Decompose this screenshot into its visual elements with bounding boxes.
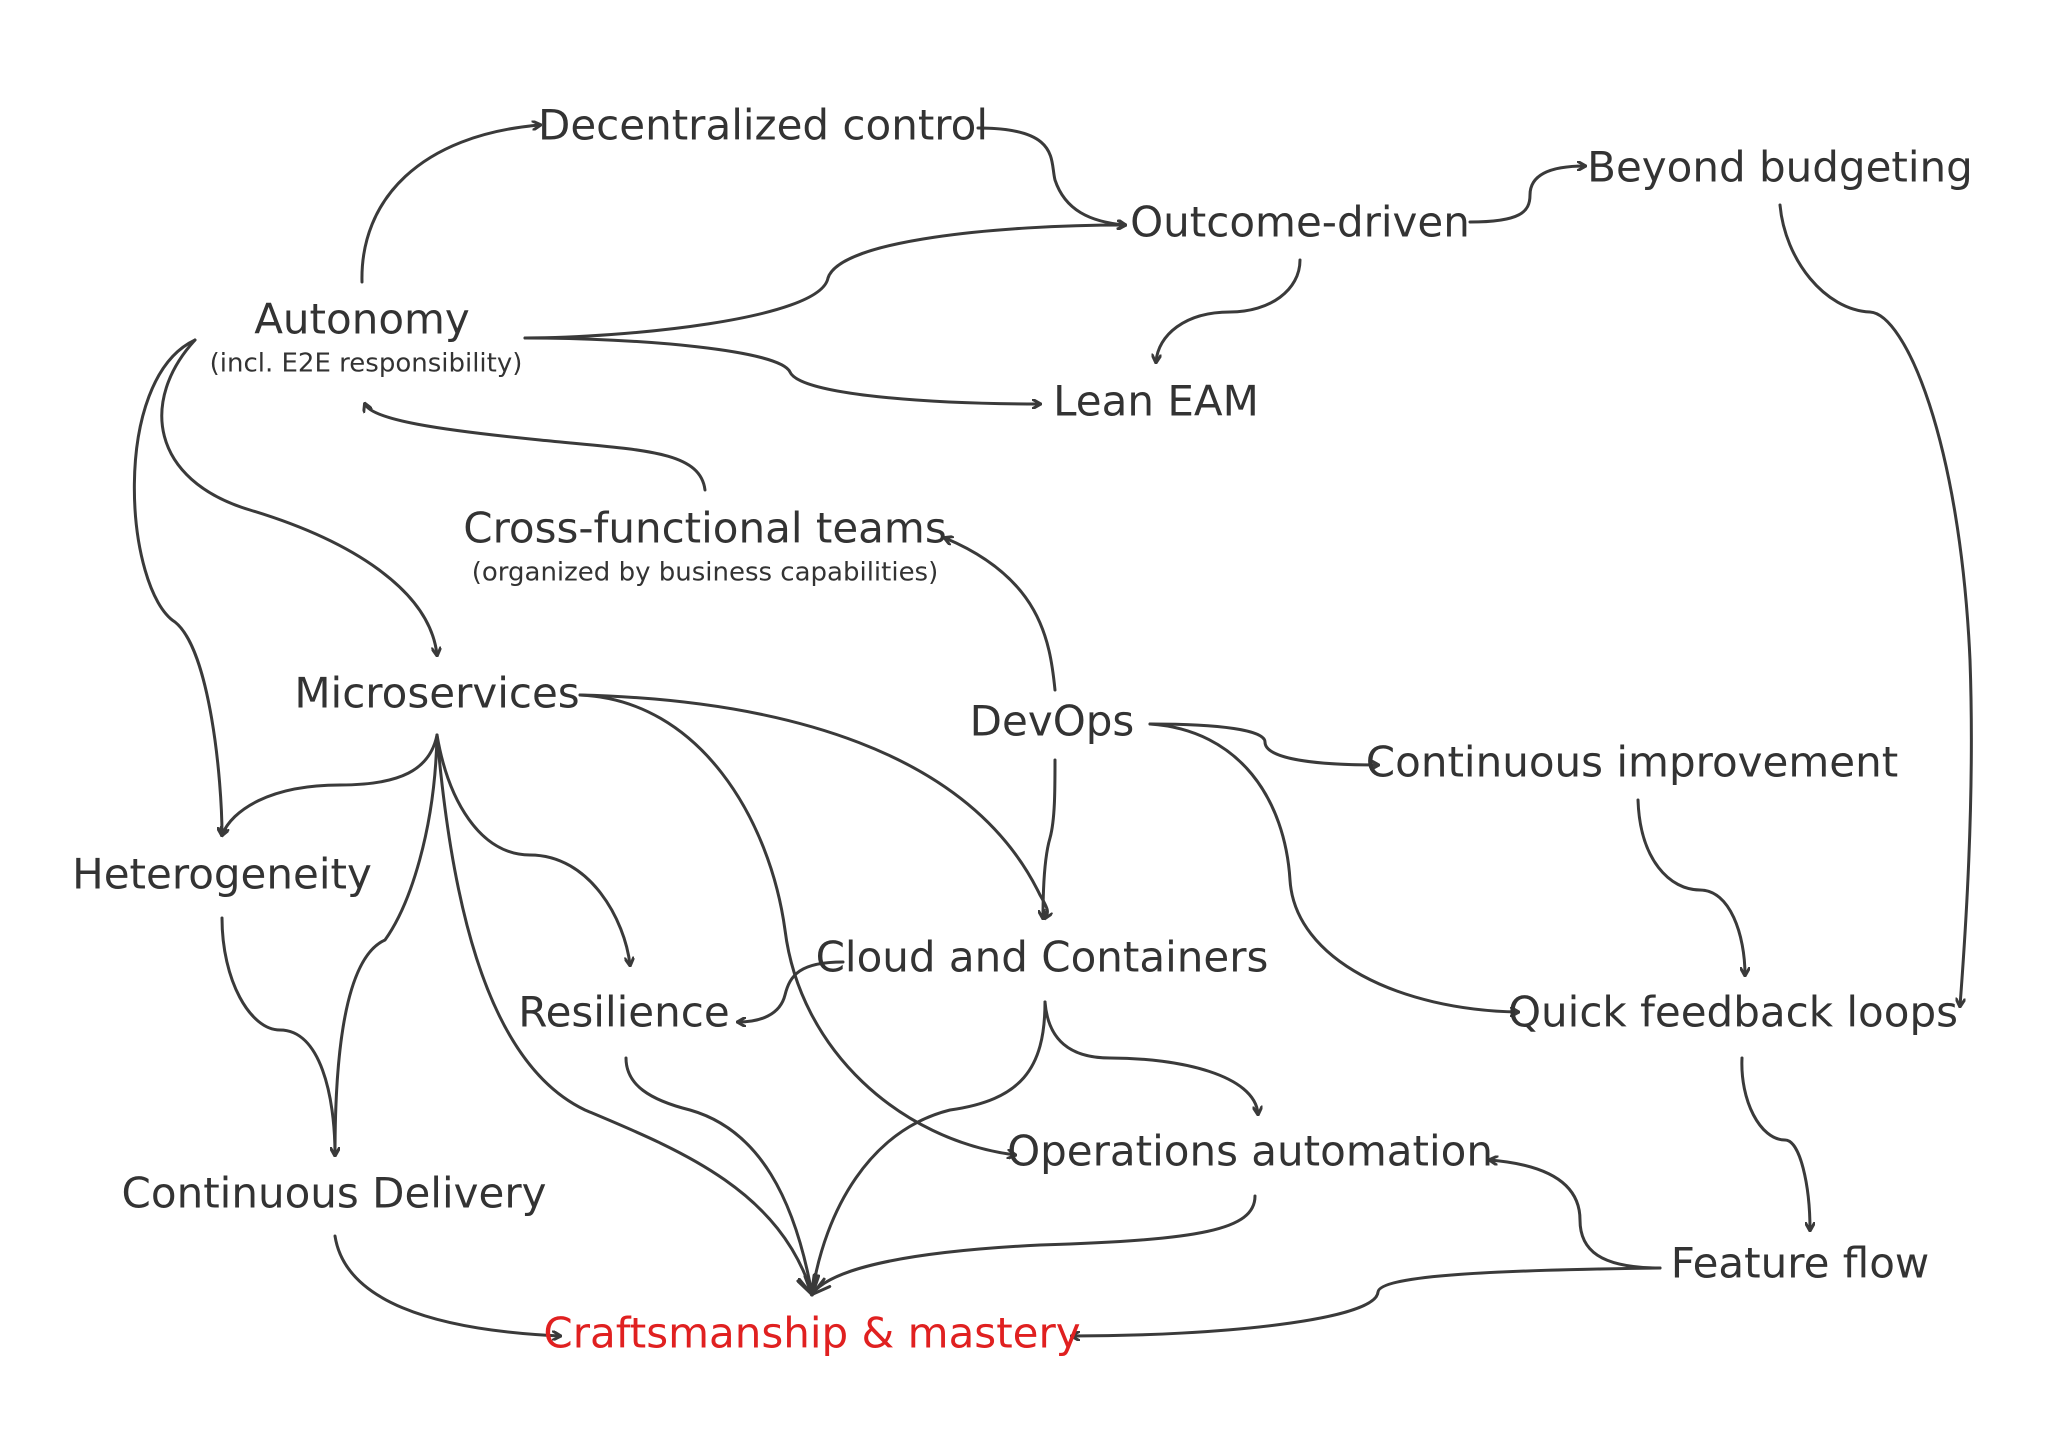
edge-microservices-to-operations-automation — [578, 693, 1015, 1155]
node-heterogeneity: Heterogeneity — [72, 850, 372, 899]
node-continuous-delivery: Continuous Delivery — [122, 1169, 547, 1218]
edge-microservices-to-cloud-and-containers — [578, 693, 1047, 918]
edge-autonomy-to-outcome-driven — [523, 225, 1125, 340]
node-outcome-driven: Outcome-driven — [1130, 198, 1470, 247]
edge-autonomy-to-decentralized-control — [360, 125, 540, 284]
node-devops: DevOps — [970, 697, 1135, 746]
edge-feature-flow-to-craftsmanship — [1072, 1266, 1662, 1336]
node-craftsmanship-and-mastery: Craftsmanship & mastery — [543, 1309, 1080, 1358]
edge-outcome-driven-to-lean-eam — [1156, 258, 1302, 362]
edge-autonomy-to-lean-eam — [523, 336, 1040, 404]
node-cross-functional-teams: Cross-functional teams — [463, 504, 946, 553]
node-autonomy-subtitle: (incl. E2E responsibility) — [210, 349, 523, 379]
edge-outcome-driven-to-beyond-budgeting — [1468, 166, 1585, 224]
edge-beyond-budgeting-to-quick-feedback-loops — [1778, 203, 1973, 1006]
node-cloud-and-containers: Cloud and Containers — [816, 933, 1269, 982]
edge-cross-functional-teams-to-autonomy — [365, 404, 707, 492]
edge-decentralized-control-to-outcome-driven — [976, 126, 1125, 225]
edge-devops-to-cloud-and-containers — [1043, 758, 1057, 918]
edge-cloud-and-containers-to-operations-automation — [1043, 1000, 1258, 1114]
edge-quick-feedback-loops-to-feature-flow — [1740, 1056, 1810, 1230]
node-lean-eam: Lean EAM — [1053, 377, 1259, 426]
node-quick-feedback-loops: Quick feedback loops — [1508, 988, 1958, 1037]
node-feature-flow: Feature flow — [1671, 1239, 1930, 1288]
edge-heterogeneity-to-continuous-delivery — [220, 916, 335, 1155]
edge-cloud-and-containers-to-resilience — [738, 960, 845, 1022]
edges — [132, 125, 1973, 1336]
node-continuous-improvement: Continuous improvement — [1366, 738, 1898, 787]
edge-operations-automation-to-craftsmanship — [812, 1194, 1257, 1294]
edge-continuous-delivery-to-craftsmanship — [333, 1234, 560, 1336]
edge-devops-to-quick-feedback-loops — [1148, 722, 1518, 1012]
edge-microservices-to-craftsmanship — [435, 733, 812, 1294]
node-operations-automation: Operations automation — [1007, 1127, 1493, 1176]
node-cross-functional-teams-subtitle: (organized by business capabilities) — [472, 558, 939, 588]
edge-devops-to-cross-functional-teams — [945, 538, 1057, 692]
edge-autonomy-to-heterogeneity — [132, 338, 222, 835]
node-autonomy: Autonomy — [254, 295, 470, 344]
edge-resilience-to-craftsmanship — [624, 1056, 812, 1294]
node-beyond-budgeting: Beyond budgeting — [1587, 143, 1973, 192]
edge-microservices-to-continuous-delivery — [335, 733, 439, 1155]
edge-microservices-to-heterogeneity — [222, 733, 439, 835]
edge-devops-to-continuous-improvement — [1148, 722, 1378, 765]
node-microservices: Microservices — [294, 669, 579, 718]
edge-microservices-to-resilience — [435, 733, 630, 965]
node-decentralized-control: Decentralized control — [538, 101, 988, 150]
node-resilience: Resilience — [518, 988, 729, 1037]
edge-continuous-improvement-to-quick-feedback-loops — [1636, 798, 1745, 975]
edge-cloud-and-containers-to-craftsmanship — [812, 1000, 1047, 1294]
edge-autonomy-to-microservices — [160, 338, 437, 655]
node-labels: Decentralized control Outcome-driven Bey… — [72, 101, 1973, 1358]
edge-feature-flow-to-operations-automation — [1490, 1160, 1662, 1270]
